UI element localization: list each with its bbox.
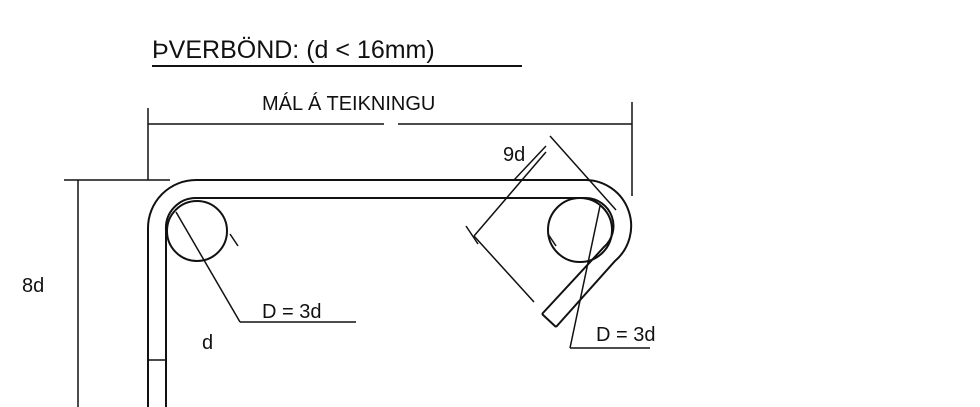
bar-diameter-label: d xyxy=(202,332,213,354)
height-dimension-label: 8d xyxy=(22,275,44,297)
right-corner-bar: D = 3d xyxy=(547,197,655,349)
diagram-title: ÞVERBÖND: (d < 16mm) xyxy=(152,36,435,64)
bend-diameter-left-label: D = 3d xyxy=(262,301,321,323)
bend-diameter-right-label: D = 3d xyxy=(596,324,655,346)
width-dimension: MÁL Á TEIKNINGU xyxy=(147,92,633,196)
left-corner-bar: D = 3d d xyxy=(166,200,356,354)
width-dimension-label: MÁL Á TEIKNINGU xyxy=(262,92,435,115)
hook-length-label: 9d xyxy=(503,144,525,166)
hook-length-dimension: 9d xyxy=(465,135,617,303)
height-dimension: 8d xyxy=(22,179,170,407)
stirrup-bar xyxy=(147,179,633,407)
